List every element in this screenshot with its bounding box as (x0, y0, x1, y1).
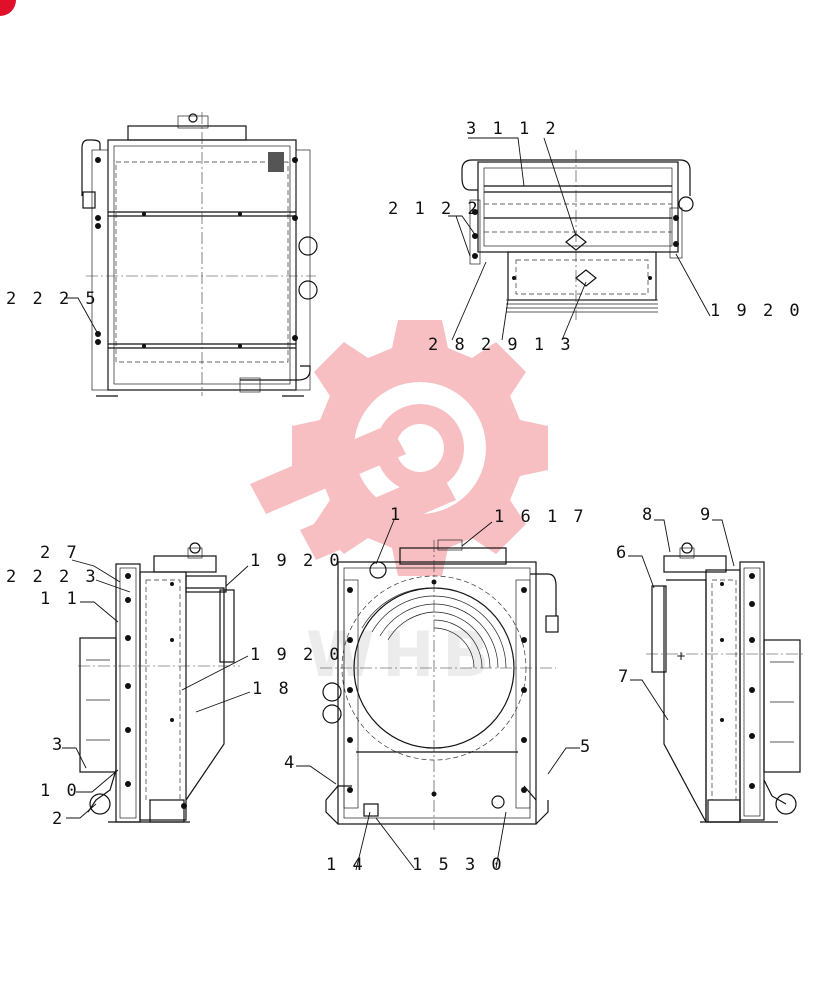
callout-5: 5 (580, 737, 593, 757)
callout-8: 8 (642, 505, 655, 525)
callout-2: 2 (52, 809, 65, 829)
callout-11: 1 1 (40, 589, 80, 609)
watermark-logo: WHB (250, 320, 548, 691)
rear-view: 2 2 2 5 (6, 112, 318, 397)
callout-6: 6 (616, 543, 629, 563)
right-side-view: + 8 9 6 7 (616, 505, 806, 823)
callout-1920-left-a: 1 9 2 0 (250, 551, 343, 571)
callout-1617: 1 6 1 7 (494, 507, 587, 527)
top-view: 3 1 1 2 2 1 2 2 1 9 2 0 2 8 2 9 1 3 (388, 119, 803, 355)
callout-9: 9 (700, 505, 713, 525)
callout-2225: 2 2 2 5 (6, 289, 99, 309)
callout-10: 1 0 (40, 781, 80, 801)
callout-14: 1 4 (326, 855, 366, 875)
callout-3112: 3 1 1 2 (466, 119, 559, 139)
watermark-text: WHB (306, 618, 498, 691)
svg-text:+: + (676, 649, 686, 663)
callout-1920-left-b: 1 9 2 0 (250, 645, 343, 665)
callout-7: 7 (618, 667, 631, 687)
corner-mark (0, 0, 16, 16)
left-side-view: 2 7 2 2 2 3 1 1 1 9 2 0 1 9 2 0 1 8 3 1 … (6, 542, 343, 829)
callout-15-30: 1 5 3 0 (412, 855, 505, 875)
callout-4: 4 (284, 753, 297, 773)
front-view: 1 1 6 1 7 4 5 1 4 1 5 3 0 (284, 505, 593, 875)
callout-1-front: 1 (390, 505, 403, 525)
callout-2122: 2 1 2 2 (388, 199, 481, 219)
callout-3: 3 (52, 735, 65, 755)
callout-1920-top: 1 9 2 0 (710, 301, 803, 321)
callout-2829-13: 2 8 2 9 1 3 (428, 335, 574, 355)
callout-18: 1 8 (252, 679, 292, 699)
callout-2223: 2 2 2 3 (6, 567, 99, 587)
callout-27: 2 7 (40, 543, 80, 563)
